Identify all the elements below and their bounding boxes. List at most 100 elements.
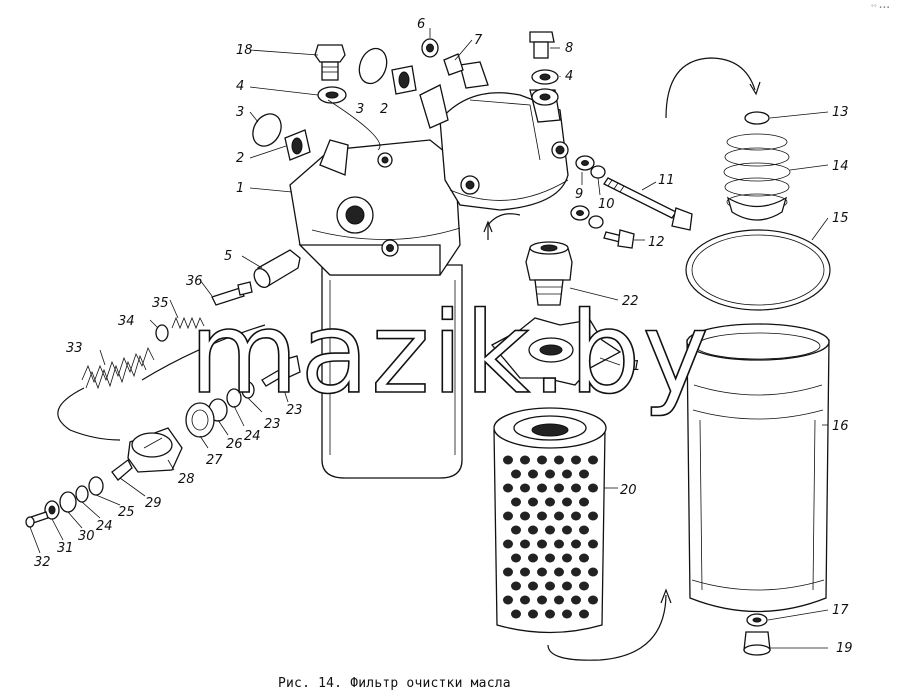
callout-7: 7 <box>474 33 483 48</box>
perforation-hole <box>520 567 530 577</box>
callout-24a: 24 <box>244 429 261 444</box>
callout-15: 15 <box>832 211 849 226</box>
callout-19: 20 <box>620 483 637 498</box>
callout-21: 22 <box>622 294 639 309</box>
perforation-hole <box>545 497 555 507</box>
callout-30: 31 <box>57 541 74 556</box>
perforation-hole <box>588 483 598 493</box>
perforation-hole <box>579 525 589 535</box>
filter-housing <box>289 61 569 479</box>
callout-17: 17 <box>832 603 849 618</box>
callout-23b: 24 <box>96 519 113 534</box>
callout-25: 26 <box>226 437 243 452</box>
perforation-hole <box>571 595 581 605</box>
perforation-hole <box>588 455 598 465</box>
callout-4a: 4 <box>236 79 244 94</box>
leader-lines <box>29 28 829 649</box>
callout-23a: 23 <box>264 417 281 432</box>
callout-labels: 18 4 3 2 1 3 2 6 7 8 4 9 10 11 12 13 14 … <box>34 17 853 656</box>
callout-3a: 3 <box>236 105 244 120</box>
callout-16: 16 <box>832 419 849 434</box>
callout-18: 19 <box>836 641 853 656</box>
perforation-hole <box>511 525 521 535</box>
union-nipple <box>525 241 573 306</box>
callout-12: 12 <box>648 235 665 250</box>
relief-valve-parts <box>25 249 301 528</box>
perforation-hole <box>562 609 572 619</box>
perforation-hole <box>545 469 555 479</box>
perforation-hole <box>537 595 547 605</box>
perforation-hole <box>528 609 538 619</box>
perforation-hole <box>503 511 513 521</box>
filter-element <box>493 407 672 661</box>
perforation-hole <box>571 567 581 577</box>
callout-26: 27 <box>206 453 223 468</box>
perforation-hole <box>511 609 521 619</box>
callout-32: 33 <box>66 341 83 356</box>
perforation-hole <box>528 581 538 591</box>
callout-6: 6 <box>417 17 425 32</box>
callout-27: 28 <box>178 472 195 487</box>
perforation-hole <box>562 469 572 479</box>
perforation-hole <box>503 483 513 493</box>
callout-29: 30 <box>78 529 95 544</box>
perforation-hole <box>588 595 598 605</box>
perforation-hole <box>554 567 564 577</box>
callout-22: 23 <box>286 403 303 418</box>
perforation-hole <box>520 483 530 493</box>
perforation-hole <box>562 497 572 507</box>
perforation-hole <box>545 581 555 591</box>
callout-35: 36 <box>186 274 203 289</box>
perforation-hole <box>528 469 538 479</box>
callout-2a: 2 <box>236 151 244 166</box>
perforation-hole <box>588 511 598 521</box>
perforation-hole <box>520 511 530 521</box>
perforation-hole <box>528 525 538 535</box>
perforation-hole <box>579 469 589 479</box>
perforation-hole <box>579 497 589 507</box>
top-fittings <box>252 31 559 161</box>
callout-5: 18 <box>236 43 253 58</box>
callout-20: 21 <box>624 359 641 374</box>
perforation-hole <box>537 455 547 465</box>
perforation-hole <box>588 567 598 577</box>
perforation-hole <box>579 581 589 591</box>
perforation-hole <box>579 609 589 619</box>
perforation-hole <box>537 511 547 521</box>
perforation-hole <box>571 511 581 521</box>
perforation-hole <box>571 455 581 465</box>
perforation-hole <box>537 567 547 577</box>
bolts-and-washers <box>570 155 693 249</box>
perforation-hole <box>537 539 547 549</box>
perforation-hole <box>588 539 598 549</box>
perforation-hole <box>503 567 513 577</box>
perforation-hole <box>545 609 555 619</box>
callout-31: 32 <box>34 555 51 570</box>
callout-4b: 4 <box>565 69 573 84</box>
figure-caption: Рис. 14. Фильтр очистки масла <box>278 676 511 691</box>
callout-24b: 25 <box>118 505 135 520</box>
perforation-hole <box>520 455 530 465</box>
perforation-hole <box>545 553 555 563</box>
perforation-hole <box>528 497 538 507</box>
callout-28: 29 <box>145 496 162 511</box>
perforation-hole <box>554 539 564 549</box>
filter-cup-assembly <box>665 57 831 656</box>
perforation-hole <box>562 581 572 591</box>
perforation-hole <box>520 539 530 549</box>
perforation-hole <box>537 483 547 493</box>
callout-36: 5 <box>224 249 232 264</box>
callout-34: 35 <box>152 296 169 311</box>
callout-14: 14 <box>832 159 849 174</box>
perforation-hole <box>571 483 581 493</box>
corner-mark: °° ∙∙∙ <box>870 4 890 11</box>
perforation-hole <box>554 483 564 493</box>
perforation-hole <box>511 497 521 507</box>
callout-33: 34 <box>118 314 135 329</box>
perforation-hole <box>503 595 513 605</box>
callout-8: 8 <box>565 41 573 56</box>
callout-10: 10 <box>598 197 615 212</box>
perforation-hole <box>554 595 564 605</box>
spider-plate <box>490 317 622 386</box>
perforation-hole <box>562 553 572 563</box>
